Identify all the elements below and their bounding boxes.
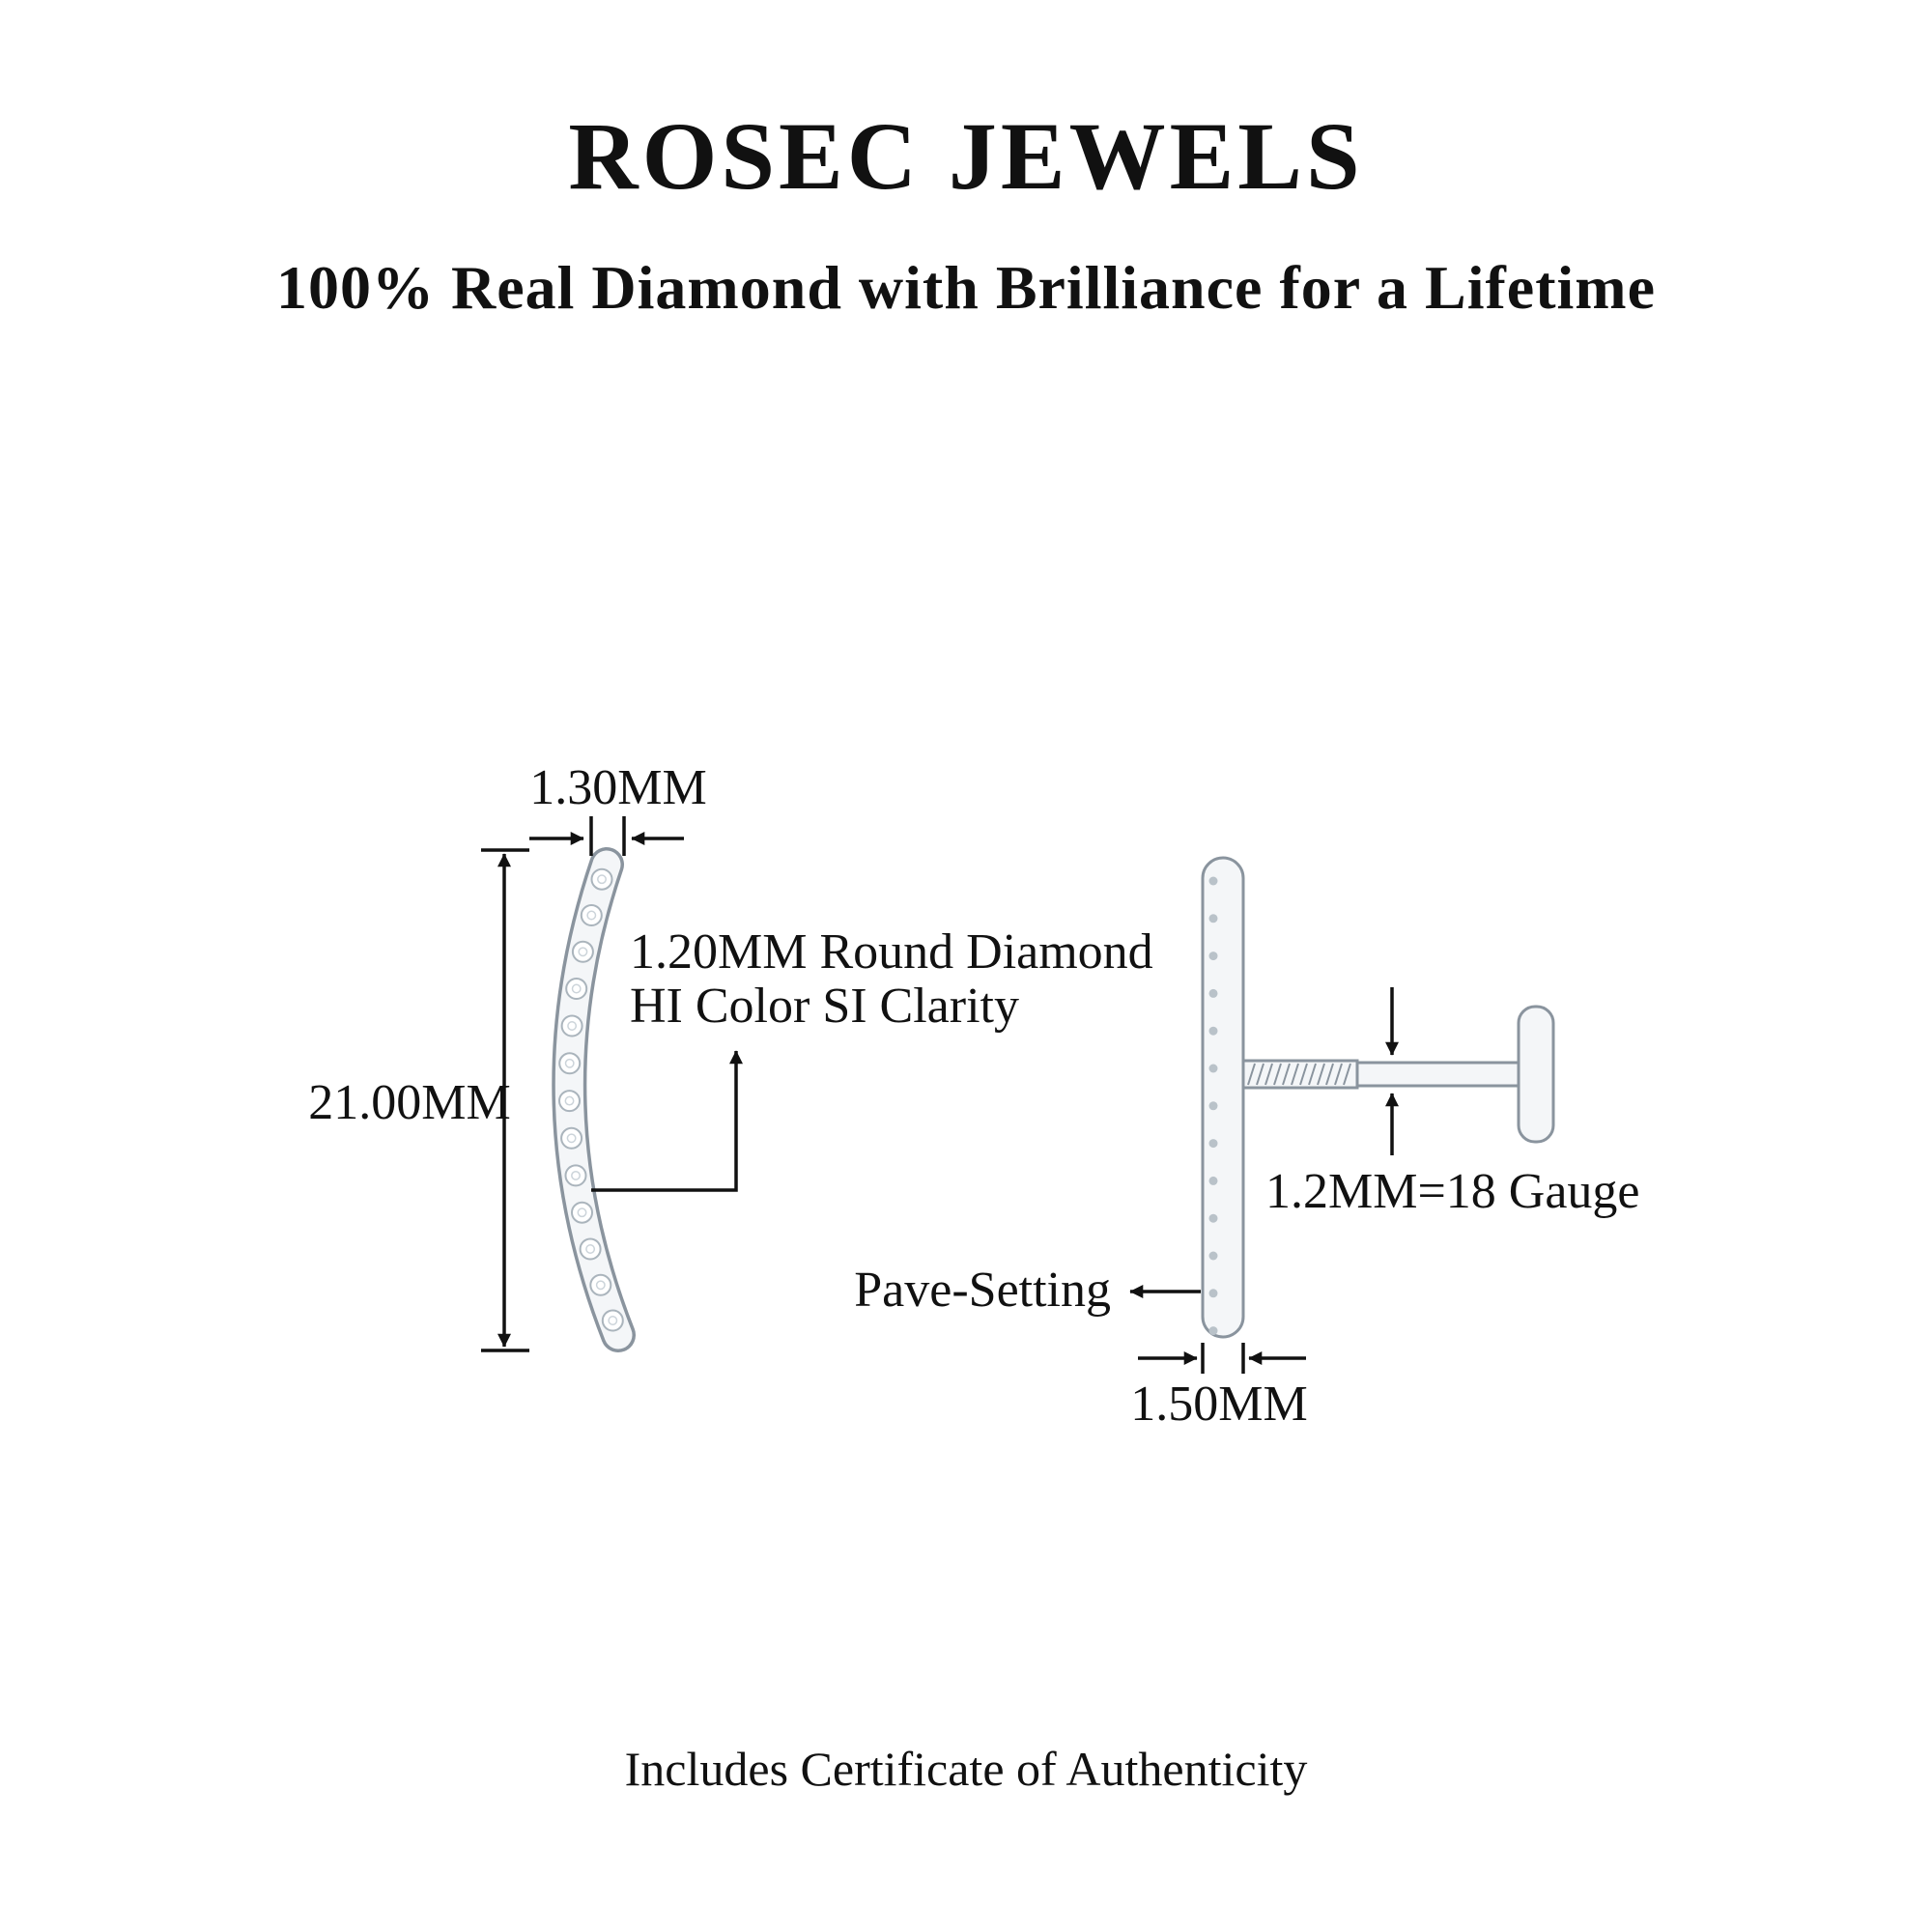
diamond-facet [564, 1095, 575, 1106]
thread-hatch [1247, 1063, 1351, 1086]
side-stone-dot [1208, 1251, 1218, 1261]
gauge-label: 1.2MM=18 Gauge [1265, 1164, 1640, 1219]
diamond-facet [566, 1133, 577, 1144]
side-stone-dot [1208, 952, 1218, 961]
setting-label: Pave-Setting [854, 1263, 1111, 1318]
diamond-facet [567, 1021, 578, 1031]
width-label: 1.30MM [529, 760, 706, 815]
side-stone-dot [1208, 1026, 1218, 1036]
diamond-stone [560, 1126, 583, 1150]
diamond-stone [590, 867, 613, 891]
diamond-stone [560, 1014, 583, 1037]
diamond-stone [589, 1273, 612, 1296]
side-bar-stones [1208, 876, 1218, 1336]
diamond-facet [586, 910, 597, 921]
side-stone-dot [1208, 1289, 1218, 1298]
diamond-facet [564, 1058, 575, 1068]
side-stone-dot [1208, 1213, 1218, 1223]
diamond-stone [565, 978, 588, 1000]
diamond-facet [578, 947, 588, 957]
width-dimension: 1.30MM [529, 760, 707, 856]
height-label: 21.00MM [308, 1075, 510, 1130]
side-stone-dot [1208, 1176, 1218, 1185]
thread-line [1343, 1063, 1351, 1086]
thread-line [1247, 1063, 1256, 1086]
thread-line [1299, 1063, 1308, 1086]
setting-callout: Pave-Setting [854, 1263, 1201, 1318]
diamond-stone [564, 1164, 587, 1187]
thickness-dimension: 1.50MM [1130, 1343, 1308, 1432]
thread-line [1334, 1063, 1343, 1086]
diamond-facet [585, 1244, 596, 1254]
gauge-dimension: 1.2MM=18 Gauge [1265, 987, 1640, 1219]
diamond-stone [558, 1052, 582, 1075]
side-stone-dot [1208, 988, 1218, 998]
front-diamonds [558, 867, 624, 1332]
height-dimension: 21.00MM [308, 848, 529, 1352]
side-stone-dot [1208, 1101, 1218, 1111]
diamond-facet [597, 874, 607, 885]
diamond-facet [577, 1208, 587, 1218]
diamond-facet [608, 1316, 618, 1325]
certificate-note: Includes Certificate of Authenticity [624, 1742, 1308, 1796]
thickness-label: 1.50MM [1130, 1377, 1307, 1432]
diamond-stone [571, 940, 594, 963]
thread-line [1282, 1063, 1291, 1086]
diamond-stone [580, 904, 603, 926]
thread-line [1317, 1063, 1325, 1086]
diamond-stone [558, 1090, 581, 1113]
diamond-facet [595, 1280, 606, 1291]
side-stone-dot [1208, 1064, 1218, 1073]
diamond-facet [571, 1170, 581, 1180]
stone-callout: 1.20MM Round Diamond HI Color SI Clarity [591, 924, 1153, 1192]
diamond-stone [601, 1309, 624, 1332]
side-stone-dot [1208, 1139, 1218, 1149]
tagline: 100% Real Diamond with Brilliance for a … [276, 253, 1656, 322]
stone-leader-arrow [591, 1050, 743, 1192]
stone-label-line2: HI Color SI Clarity [630, 979, 1019, 1034]
side-bar [1201, 856, 1245, 1339]
diamond-stone [571, 1201, 593, 1224]
diamond-facet [571, 983, 582, 994]
thread-line [1264, 1063, 1273, 1086]
thread-line [1256, 1063, 1264, 1086]
stone-label-line1: 1.20MM Round Diamond [630, 924, 1153, 980]
side-stone-dot [1208, 876, 1218, 886]
side-stone-dot [1208, 914, 1218, 923]
thread-line [1291, 1063, 1299, 1086]
diamond-stone [579, 1237, 602, 1261]
thread-line [1273, 1063, 1282, 1086]
brand-title: ROSEC JEWELS [568, 102, 1364, 210]
side-stone-dot [1208, 1326, 1218, 1336]
earring-side-view: 1.2MM=18 Gauge Pave-Setting 1.50MM [854, 856, 1640, 1432]
earring-front-view: 1.30MM 21.00MM 1.20MM Round Diamond HI C… [308, 760, 1153, 1352]
post-shaft [1355, 1061, 1521, 1088]
thread-line [1325, 1063, 1334, 1086]
thread-line [1308, 1063, 1317, 1086]
flat-back-disc [1517, 1005, 1555, 1144]
